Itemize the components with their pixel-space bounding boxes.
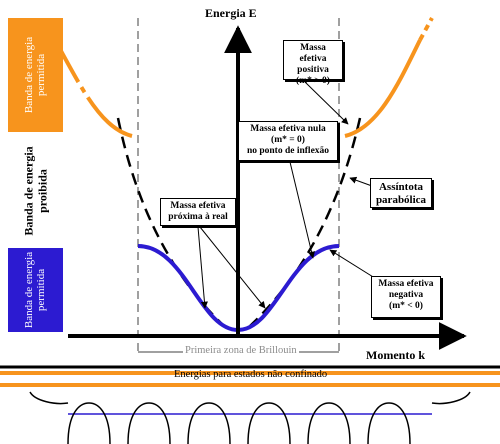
upper-band-right-dashes (418, 17, 434, 41)
real-mass-note: Massa efetiva próxima à real (160, 198, 236, 226)
asymptote-note: Assíntota parabólica (370, 178, 432, 208)
arrow-positive (304, 81, 349, 125)
note-line: próxima à real (168, 212, 228, 222)
band-allowed-bottom: Banda de energia permitida (8, 248, 63, 332)
unconfined-energies-label: Energias para estados não confinado (174, 369, 328, 380)
note-line: (m* < 0) (389, 301, 423, 311)
note-line: parabólica (375, 194, 427, 206)
momentum-axis-label: Momento k (366, 348, 425, 362)
arrow-asymptote (349, 176, 373, 187)
null-mass-note: Massa efetiva nula (m* = 0) no ponto de … (238, 121, 338, 161)
upper-band-right-curve (344, 39, 422, 138)
band-allowed-top: Banda de energia permitida (8, 18, 63, 132)
energy-axis-label: Energia E (205, 6, 257, 20)
upper-band-left-curve (53, 39, 133, 138)
note-line: negativa (388, 290, 424, 300)
arrow-real-right (199, 226, 266, 309)
note-line: (m* = 0) (271, 135, 305, 145)
band-forbidden: Banda de energia proibida (8, 135, 63, 247)
band-forbidden-label: Banda de energia proibida (21, 146, 50, 236)
note-line: Massa efetiva (299, 43, 327, 64)
band-allowed-top-label: Banda de energia permitida (23, 36, 48, 114)
potential-wells (67, 402, 411, 444)
positive-mass-note: Massa efetiva positiva (m* > 0) (283, 40, 343, 86)
brillouin-zone-label: Primeira zona de Brillouin (183, 345, 299, 356)
note-line: Massa efetiva (378, 279, 434, 289)
note-line: Assíntota (378, 181, 423, 193)
arrow-null (289, 161, 315, 259)
band-allowed-bottom-label: Banda de energia permitida (23, 251, 48, 329)
note-line: no ponto de inflexão (246, 146, 330, 156)
arrow-real-left (197, 226, 208, 309)
note-line: Massa efetiva nula (250, 124, 326, 134)
potential-wells-frame (29, 391, 471, 405)
note-line: Massa efetiva (170, 201, 226, 211)
negative-mass-note: Massa efetiva negativa (m* < 0) (371, 276, 441, 318)
asymptote-right (249, 117, 362, 327)
note-line: positiva (297, 65, 329, 75)
note-line: (m* > 0) (296, 76, 330, 86)
arrow-negative (329, 249, 379, 281)
